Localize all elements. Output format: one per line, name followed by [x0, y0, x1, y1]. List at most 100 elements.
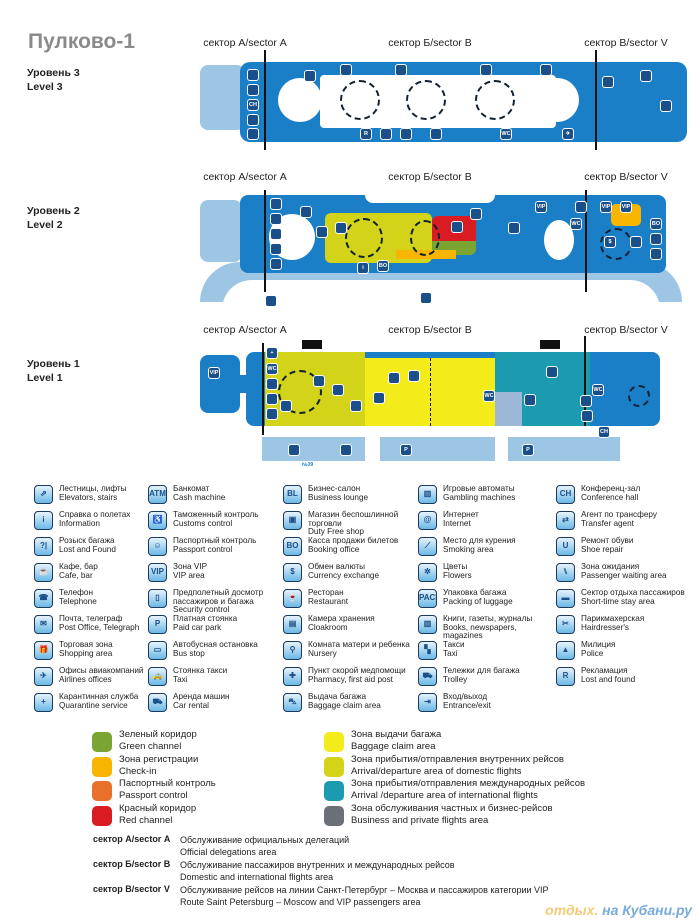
- map-marker-icon[interactable]: [270, 243, 282, 255]
- zone-swatch: [92, 781, 112, 801]
- sector-v-header: сектор В/sector V: [584, 37, 668, 49]
- map-marker-icon[interactable]: [430, 128, 442, 140]
- map-marker-icon[interactable]: [546, 366, 558, 378]
- map-marker-icon[interactable]: BO: [377, 260, 389, 272]
- map-marker-icon[interactable]: [408, 370, 420, 382]
- map-marker-icon[interactable]: [373, 392, 385, 404]
- legend-symbol-icon: BO: [283, 537, 302, 556]
- map-marker-icon[interactable]: P: [522, 444, 534, 456]
- map-marker-icon[interactable]: [247, 128, 259, 140]
- legend-symbol-icon: ☎: [34, 589, 53, 608]
- legend-symbol-icon: BL: [283, 485, 302, 504]
- map-marker-icon[interactable]: [270, 228, 282, 240]
- map-marker-icon[interactable]: [650, 233, 662, 245]
- map-marker-icon[interactable]: [540, 64, 552, 76]
- map-marker-icon[interactable]: [640, 70, 652, 82]
- map-marker-icon[interactable]: [332, 384, 344, 396]
- map-marker-icon[interactable]: [470, 208, 482, 220]
- map-marker-icon[interactable]: ✈: [562, 128, 574, 140]
- map-marker-icon[interactable]: [300, 206, 312, 218]
- legend-label-ru: Вход/выход: [443, 692, 488, 701]
- map-marker-icon[interactable]: [388, 372, 400, 384]
- legend-label-ru: Лестницы, лифты: [59, 484, 127, 493]
- map-marker-icon[interactable]: [400, 128, 412, 140]
- map-marker-icon[interactable]: [335, 222, 347, 234]
- map-marker-icon[interactable]: CH: [247, 99, 259, 111]
- map-marker-icon[interactable]: [265, 295, 277, 307]
- map-marker-icon[interactable]: [380, 128, 392, 140]
- legend-symbol-icon: ⛟: [418, 667, 437, 686]
- zone-swatch: [92, 732, 112, 752]
- map-marker-icon[interactable]: WC: [483, 390, 495, 402]
- map-marker-icon[interactable]: [288, 444, 300, 456]
- map-marker-icon[interactable]: [340, 64, 352, 76]
- map-marker-icon[interactable]: BO: [650, 218, 662, 230]
- map-marker-icon[interactable]: [270, 213, 282, 225]
- map-marker-icon[interactable]: [602, 76, 614, 88]
- map-marker-icon[interactable]: [420, 292, 432, 304]
- map-marker-icon[interactable]: [316, 226, 328, 238]
- map-marker-icon[interactable]: [575, 201, 587, 213]
- map-marker-icon[interactable]: i: [357, 262, 369, 274]
- legend-label-ru: Аренда машин: [173, 692, 230, 701]
- legend-label-ru: Ресторан: [308, 588, 344, 597]
- map-marker-icon[interactable]: [581, 410, 593, 422]
- watermark-part: на Кубани.ру: [602, 902, 692, 918]
- map-marker-icon[interactable]: $: [604, 236, 616, 248]
- map-marker-icon[interactable]: [247, 114, 259, 126]
- sector-description-en: Domestic and international flights area: [180, 872, 334, 882]
- map-marker-icon[interactable]: [508, 222, 520, 234]
- map-marker-icon[interactable]: [580, 395, 592, 407]
- zone-label-ru: Зона прибытия/отправления международных …: [351, 778, 586, 789]
- map-marker-icon[interactable]: [304, 70, 316, 82]
- map-marker-icon[interactable]: [650, 248, 662, 260]
- map-marker-icon[interactable]: [270, 198, 282, 210]
- legend-symbol-icon: PACK: [418, 589, 437, 608]
- map-marker-icon[interactable]: [350, 400, 362, 412]
- sector-divider: [264, 190, 266, 292]
- sector-description-en: Official delegations area: [180, 847, 277, 857]
- map-marker-icon[interactable]: CH: [598, 426, 610, 438]
- map-marker-icon[interactable]: [270, 258, 282, 270]
- map-marker-icon[interactable]: VIP: [535, 201, 547, 213]
- map-marker-icon[interactable]: VIP: [208, 367, 220, 379]
- map-marker-icon[interactable]: WC: [266, 363, 278, 375]
- map-marker-icon[interactable]: [524, 394, 536, 406]
- map-marker-icon[interactable]: [266, 393, 278, 405]
- map-marker-icon[interactable]: [247, 84, 259, 96]
- map-marker-icon[interactable]: +: [266, 347, 278, 359]
- map-marker-icon[interactable]: WC: [570, 218, 582, 230]
- map-marker-icon[interactable]: [247, 69, 259, 81]
- map-marker-icon[interactable]: [480, 64, 492, 76]
- map-marker-icon[interactable]: [660, 100, 672, 112]
- map-marker-icon[interactable]: [313, 375, 325, 387]
- map-marker-icon[interactable]: [266, 378, 278, 390]
- map-marker-icon[interactable]: [266, 408, 278, 420]
- legend-label-en: Shoe repair: [581, 544, 624, 554]
- map-marker-icon[interactable]: [451, 221, 463, 233]
- legend-label-ru: Предполетный досмотр пассажиров и багажа: [173, 588, 264, 606]
- map-marker-icon[interactable]: P: [400, 444, 412, 456]
- map-marker-icon[interactable]: [395, 64, 407, 76]
- map-marker-icon[interactable]: WC: [500, 128, 512, 140]
- legend-label-ru: Касса продажи билетов: [308, 536, 399, 545]
- map-marker-icon[interactable]: WC: [592, 384, 604, 396]
- map-marker-icon[interactable]: [280, 400, 292, 412]
- legend-label-en: Taxi: [173, 674, 188, 684]
- map-marker-icon[interactable]: R: [360, 128, 372, 140]
- annex-area: [200, 65, 245, 130]
- map-marker-icon[interactable]: [340, 444, 352, 456]
- zone-swatch: [324, 732, 344, 752]
- map-marker-icon[interactable]: VIP: [600, 201, 612, 213]
- map-marker-icon[interactable]: [630, 236, 642, 248]
- map-marker-icon[interactable]: VIP: [620, 201, 632, 213]
- sector-description-ru: Обслуживание рейсов на линии Санкт-Петер…: [180, 885, 549, 895]
